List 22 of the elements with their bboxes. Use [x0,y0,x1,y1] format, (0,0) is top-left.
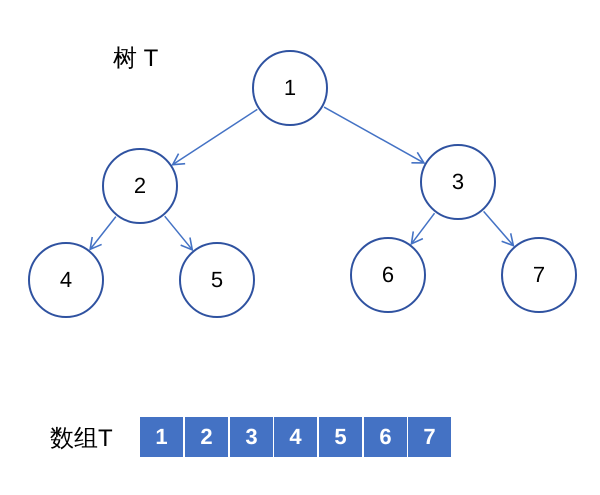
tree-node-circle: 1 [252,50,328,126]
tree-node-circle: 6 [350,237,426,313]
arrow [483,210,514,246]
tree-title: 树 T [113,44,158,74]
tree-node-circle: 5 [179,242,255,318]
array-cell: 3 [230,417,273,457]
array-cell: 5 [319,417,362,457]
tree-node-circle: 7 [501,237,577,313]
tree-node-circle: 2 [102,148,178,224]
tree-node-circle: 4 [28,242,104,318]
array-cell: 4 [274,417,317,457]
array-cell: 1 [140,417,183,457]
array-cell: 7 [408,417,451,457]
arrow [410,212,436,245]
arrow [89,216,116,250]
array-cell: 2 [185,417,228,457]
arrow [164,216,194,251]
arrow [324,106,425,164]
array-cell: 6 [364,417,407,457]
tree-node-circle: 3 [420,144,496,220]
array-title: 数组T [50,424,113,454]
arrow [172,108,258,166]
